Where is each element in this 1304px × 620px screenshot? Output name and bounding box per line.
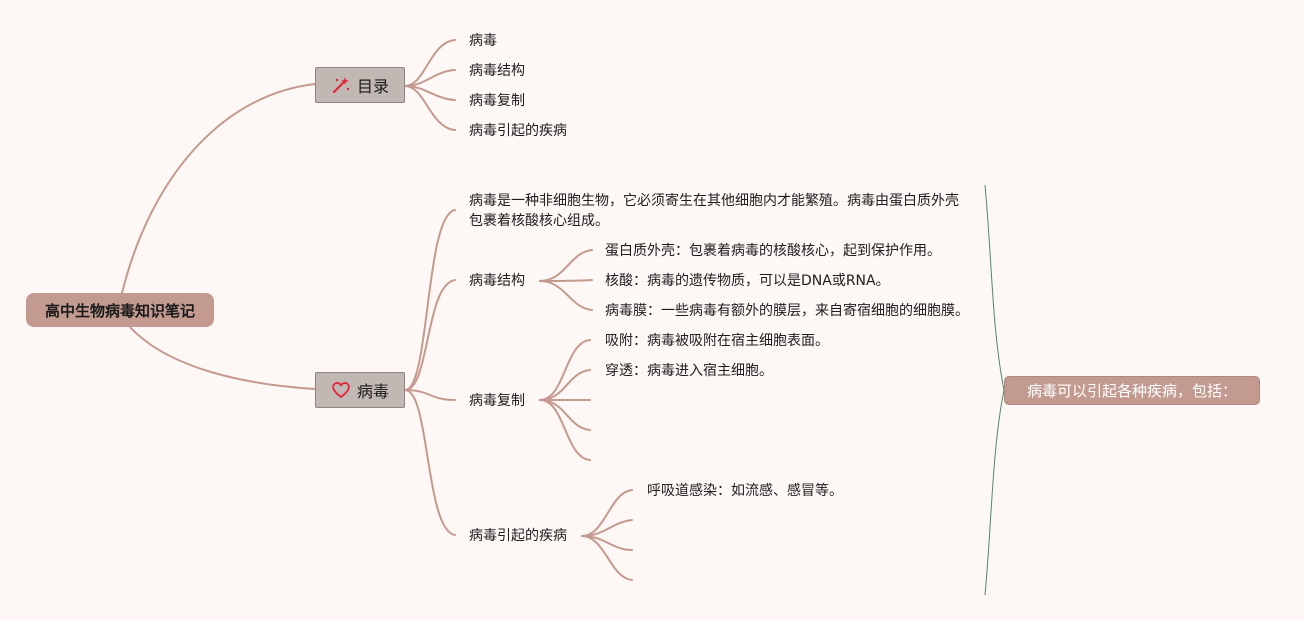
connector-replication-1 (539, 339, 591, 401)
connector-disease-4 (581, 535, 633, 581)
subtopic-diseases[interactable]: 病毒引起的疾病 (469, 528, 567, 544)
magic-wand-icon (332, 77, 350, 94)
toc-item[interactable]: 病毒复制 (469, 93, 525, 109)
virus-definition[interactable]: 病毒是一种非细胞生物，它必须寄生在其他细胞内才能繁殖。病毒由蛋白质外壳包裹着核酸… (469, 193, 959, 229)
structure-item[interactable]: 病毒膜：一些病毒有额外的膜层，来自寄宿细胞的细胞膜。 (605, 303, 969, 319)
structure-item[interactable]: 核酸：病毒的遗传物质，可以是DNA或RNA。 (605, 273, 890, 289)
connector-virus-definition (404, 209, 456, 391)
summary-bracket (984, 184, 1005, 596)
connector-virus-replication (404, 389, 456, 401)
connector-root-toc (121, 83, 316, 294)
connector-structure-3 (539, 280, 593, 311)
root-topic[interactable]: 高中生物病毒知识笔记 (26, 293, 214, 327)
connector-structure-1 (539, 249, 593, 282)
main-topic-toc[interactable]: 目录 (315, 67, 405, 103)
replication-item[interactable]: 吸附：病毒被吸附在宿主细胞表面。 (605, 333, 829, 349)
main-topic-virus[interactable]: 病毒 (315, 372, 405, 408)
root-topic-label: 高中生物病毒知识笔记 (44, 301, 195, 320)
main-topic-virus-label: 病毒 (356, 382, 389, 401)
toc-item[interactable]: 病毒 (469, 33, 497, 49)
subtopic-replication[interactable]: 病毒复制 (469, 393, 525, 409)
connector-root-virus (129, 326, 316, 390)
connector-virus-diseases (404, 389, 456, 536)
heart-icon (332, 382, 350, 398)
replication-item[interactable]: 穿透：病毒进入宿主细胞。 (605, 363, 773, 379)
connector-replication-2 (539, 369, 591, 401)
structure-item[interactable]: 蛋白质外壳：包裹着病毒的核酸核心，起到保护作用。 (605, 243, 941, 259)
disease-item[interactable]: 呼吸道感染：如流感、感冒等。 (647, 483, 843, 499)
main-topic-toc-label: 目录 (356, 77, 389, 96)
summary-topic[interactable]: 病毒可以引起各种疾病，包括： (1004, 376, 1260, 405)
subtopic-structure[interactable]: 病毒结构 (469, 273, 525, 289)
connector-virus-structure (404, 279, 456, 391)
connector-structure-2 (539, 279, 593, 282)
toc-item[interactable]: 病毒结构 (469, 63, 525, 79)
connector-replication-5 (539, 399, 591, 461)
toc-item[interactable]: 病毒引起的疾病 (469, 123, 567, 139)
connector-toc-4 (404, 85, 456, 131)
connector-replication-4 (539, 399, 591, 431)
summary-topic-label: 病毒可以引起各种疾病，包括： (1026, 382, 1237, 400)
